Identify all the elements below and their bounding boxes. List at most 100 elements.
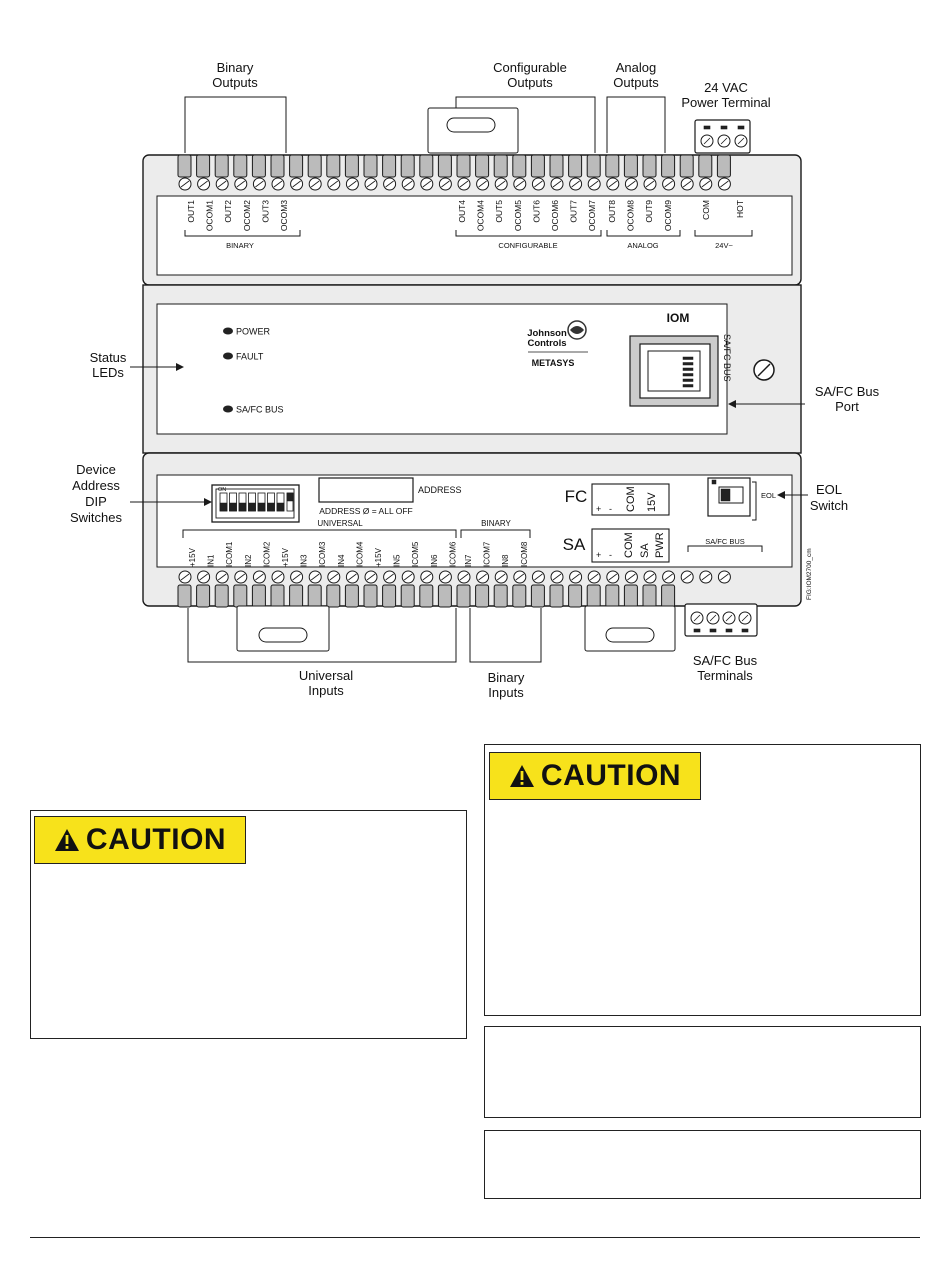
bottom-terminal-label: IN1 xyxy=(207,554,216,567)
screw-slot xyxy=(627,573,636,581)
warning-icon xyxy=(509,765,534,787)
port-pin xyxy=(682,367,694,371)
top-terminal-tab xyxy=(382,154,397,178)
binary-inputs-callout: Inputs xyxy=(488,685,524,700)
power-terminal-callout: Power Terminal xyxy=(681,95,770,110)
group-label-power: 24V~ xyxy=(715,241,733,250)
caution-label-left: CAUTION xyxy=(85,823,227,856)
dip-switch-knob xyxy=(238,502,247,512)
bottom-terminal-label: ICOM7 xyxy=(483,541,492,567)
status-led xyxy=(223,352,233,360)
top-terminal-label: OCOM2 xyxy=(242,200,252,231)
screw-slot xyxy=(515,573,525,581)
screw-slot xyxy=(366,180,376,188)
top-terminal-label: OUT8 xyxy=(607,200,617,223)
screw-slot xyxy=(552,573,562,581)
bottom-terminal-label: +15V xyxy=(188,547,197,567)
top-terminal-tab xyxy=(475,154,490,178)
brand-logo-icon xyxy=(567,320,587,340)
bottom-terminal-label: ICOM3 xyxy=(318,541,327,567)
eol-switch-mark xyxy=(711,479,717,485)
screw-slot xyxy=(180,573,190,581)
screw-slot xyxy=(441,573,450,581)
screw-slot xyxy=(478,180,487,188)
caution-label-right: CAUTION xyxy=(540,759,682,792)
address-box xyxy=(318,477,414,503)
bottom-terminal-label: ICOM4 xyxy=(355,541,364,567)
configurable-group-bracket xyxy=(455,230,602,237)
led-label: SA/FC BUS xyxy=(236,405,284,415)
model-name: IOM xyxy=(667,311,690,325)
bottom-terminal-tab xyxy=(289,584,304,608)
top-terminal-label: OUT1 xyxy=(186,200,196,223)
analog-outputs-callout: Outputs xyxy=(613,75,659,90)
binary-group-bracket xyxy=(184,230,301,237)
status-led xyxy=(223,405,233,413)
universal-inputs-callout: Inputs xyxy=(308,683,344,698)
binary-outputs-callout: Binary xyxy=(217,60,254,75)
screw-slot xyxy=(217,180,227,188)
bottom-clip-slot xyxy=(258,627,308,643)
group-label-analog: ANALOG xyxy=(627,241,658,250)
dip-switches-callout: DIP xyxy=(85,494,107,509)
top-terminal-tab xyxy=(289,154,304,178)
bottom-terminal-tab xyxy=(419,584,434,608)
sa-label: COM xyxy=(623,532,635,558)
top-terminal-tab xyxy=(716,154,731,178)
screw-slot xyxy=(709,614,717,622)
note-box-2 xyxy=(484,1130,921,1199)
top-terminal-label: OCOM1 xyxy=(205,200,215,231)
binary-inputs-bracket xyxy=(469,608,542,663)
screw-slot xyxy=(329,573,339,581)
configurable-outputs-callout: Configurable xyxy=(493,60,567,75)
bottom-terminal-tab xyxy=(307,584,322,608)
screw-slot xyxy=(478,573,487,581)
top-terminal-tab xyxy=(549,154,564,178)
dip-switch-knob xyxy=(267,502,275,512)
led-label: FAULT xyxy=(236,352,264,362)
bottom-terminal-label: ICOM8 xyxy=(520,541,529,567)
bus-terminals-callout: SA/FC Bus xyxy=(693,653,758,668)
bottom-terminal-label: IN8 xyxy=(501,554,510,567)
top-terminal-label: OUT5 xyxy=(494,200,504,223)
bus-port-arrow xyxy=(728,400,736,408)
top-terminal-label: OCOM9 xyxy=(663,200,673,231)
sa-title: SA xyxy=(563,535,586,554)
screw-slot xyxy=(403,573,413,581)
screw-slot xyxy=(385,573,394,581)
screw-slot xyxy=(701,180,711,188)
top-terminal-tab xyxy=(568,154,583,178)
bottom-terminal-tab xyxy=(605,584,620,608)
configurable-outputs-callout: Outputs xyxy=(507,75,553,90)
bus-group-label: SA/FC BUS xyxy=(705,537,745,546)
screw-slot xyxy=(348,180,357,188)
bus-terminal-pin xyxy=(741,628,749,633)
fc-label: 15V xyxy=(646,492,658,512)
bottom-terminal-label: ICOM1 xyxy=(225,541,234,567)
top-terminal-label: OCOM8 xyxy=(626,200,636,231)
top-terminal-tab xyxy=(344,154,359,178)
group-label-configurable: CONFIGURABLE xyxy=(498,241,557,250)
top-terminal-tab xyxy=(326,154,341,178)
bottom-terminal-label: ICOM6 xyxy=(448,541,457,567)
universal-title: UNIVERSAL xyxy=(317,519,363,528)
bottom-terminal-tab xyxy=(642,584,657,608)
top-terminal-tab xyxy=(493,154,508,178)
bottom-terminal-tab xyxy=(493,584,508,608)
top-terminal-label: OUT2 xyxy=(223,200,233,223)
dip-switch-knob xyxy=(257,502,266,512)
bottom-terminal-tab xyxy=(177,584,192,608)
bottom-terminal-tab xyxy=(661,584,676,608)
dip-switches-callout: Device xyxy=(76,462,116,477)
top-terminal-tab xyxy=(605,154,620,178)
top-terminal-tab xyxy=(419,154,434,178)
status-leds-callout: Status xyxy=(90,350,127,365)
sa-label: PWR xyxy=(654,532,666,558)
top-terminal-label: OUT3 xyxy=(260,200,270,223)
dip-switch-knob xyxy=(286,492,294,502)
screw-slot xyxy=(534,573,543,581)
bottom-terminal-label: IN4 xyxy=(337,554,346,567)
universal-group-bracket xyxy=(182,529,457,538)
bottom-terminal-tab xyxy=(214,584,229,608)
bottom-terminal-tab xyxy=(196,584,211,608)
